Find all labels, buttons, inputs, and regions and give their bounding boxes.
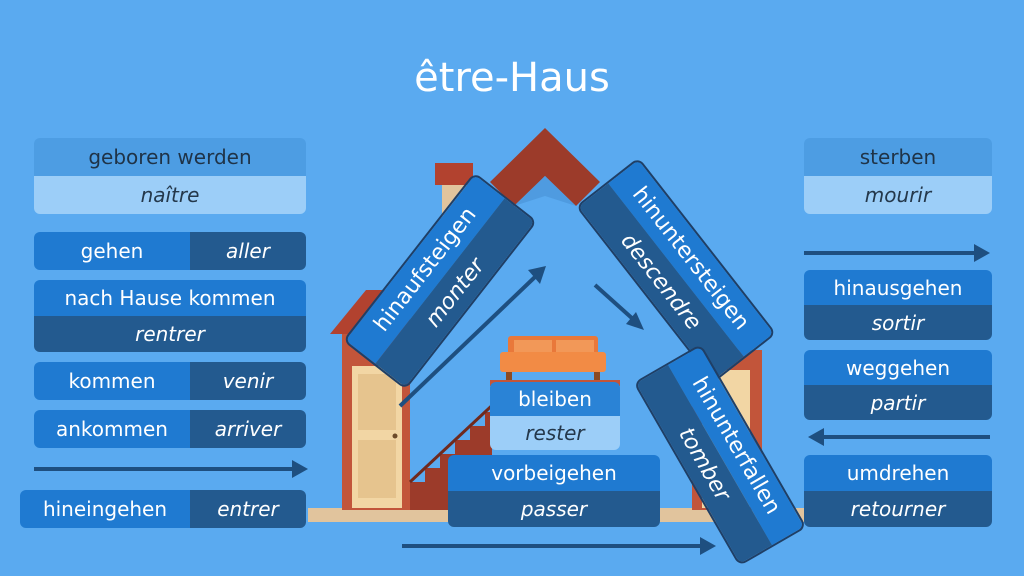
german-label: gehen — [34, 232, 190, 270]
french-label: naître — [34, 176, 306, 214]
door-icon — [352, 366, 402, 508]
arrow-diagonal-icon — [593, 283, 636, 322]
french-label: entrer — [190, 490, 306, 528]
french-label: partir — [804, 385, 992, 420]
french-label: rester — [490, 416, 620, 450]
arrow-diagonal-icon — [398, 274, 538, 408]
verb-card-entrer: hineingehen entrer — [20, 490, 306, 528]
german-label: ankommen — [34, 410, 190, 448]
french-label: sortir — [804, 305, 992, 340]
german-label: weggehen — [804, 350, 992, 385]
german-label: sterben — [804, 138, 992, 176]
french-label: rentrer — [34, 316, 306, 352]
german-label: nach Hause kommen — [34, 280, 306, 316]
verb-card-arriver: ankommen arriver — [34, 410, 306, 448]
german-label: hineingehen — [20, 490, 190, 528]
verb-card-naitre: geboren werden naître — [34, 138, 306, 214]
french-label: retourner — [804, 491, 992, 527]
verb-card-passer: vorbeigehen passer — [448, 455, 660, 527]
french-label: arriver — [190, 410, 306, 448]
verb-card-retourner: umdrehen retourner — [804, 455, 992, 527]
roof — [490, 128, 600, 206]
verb-card-partir: weggehen partir — [804, 350, 992, 420]
verb-card-sortir: hinausgehen sortir — [804, 270, 992, 340]
page-title: être-Haus — [414, 55, 610, 101]
german-label: umdrehen — [804, 455, 992, 491]
verb-card-mourir: sterben mourir — [804, 138, 992, 214]
french-label: passer — [448, 491, 660, 527]
verb-card-aller: gehen aller — [34, 232, 306, 270]
verb-card-rentrer: nach Hause kommen rentrer — [34, 280, 306, 352]
german-label: bleiben — [490, 382, 620, 416]
verb-card-rester: bleiben rester — [490, 382, 620, 450]
german-label: kommen — [34, 362, 190, 400]
german-label: hinausgehen — [804, 270, 992, 305]
verb-card-venir: kommen venir — [34, 362, 306, 400]
french-label: aller — [190, 232, 306, 270]
sofa-icon — [500, 336, 606, 380]
french-label: mourir — [804, 176, 992, 214]
french-label: venir — [190, 362, 306, 400]
german-label: vorbeigehen — [448, 455, 660, 491]
german-label: geboren werden — [34, 138, 306, 176]
